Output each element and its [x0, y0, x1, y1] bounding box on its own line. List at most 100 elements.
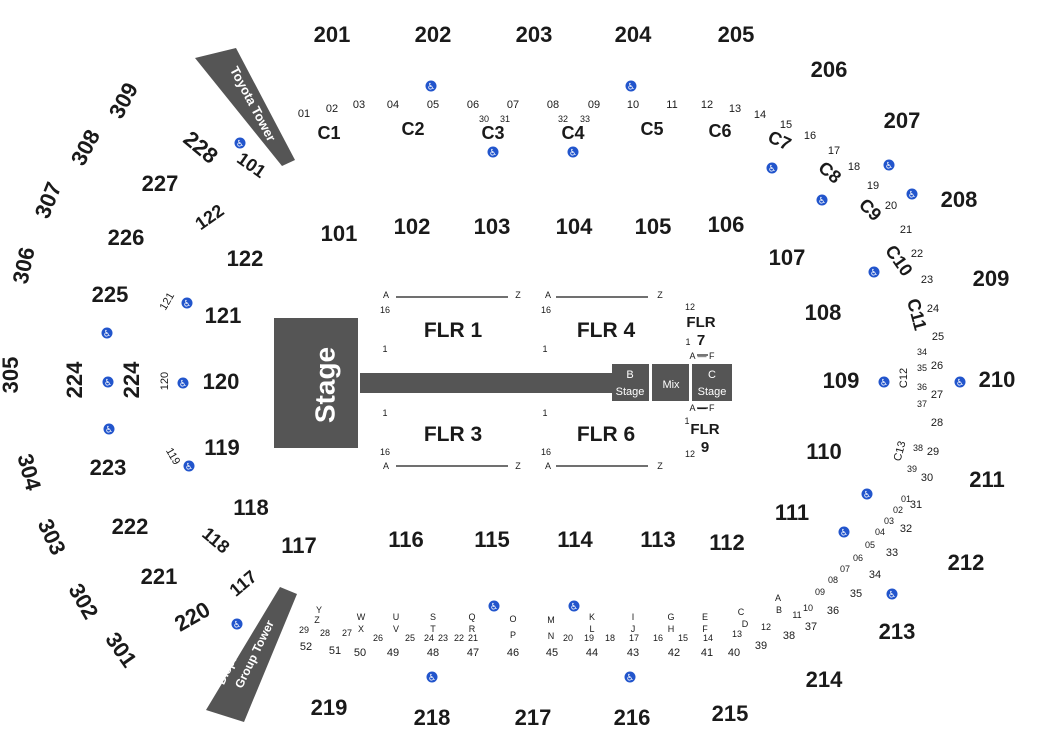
suite-16[interactable]: 16: [804, 130, 816, 142]
suite-37[interactable]: 37: [805, 621, 817, 633]
suite-46[interactable]: 46: [507, 647, 519, 659]
suite-43[interactable]: 43: [627, 647, 639, 659]
section-111[interactable]: 111: [775, 500, 809, 525]
suite-44[interactable]: 44: [586, 647, 598, 659]
suite-07[interactable]: 07: [840, 564, 850, 574]
floor-section-4[interactable]: FLR 4: [577, 319, 636, 342]
section-226[interactable]: 226: [108, 225, 145, 250]
suite-34[interactable]: 34: [917, 347, 927, 357]
suite-19[interactable]: 19: [867, 180, 879, 192]
suite-03[interactable]: 03: [884, 516, 894, 526]
suite-22[interactable]: 22: [911, 248, 923, 260]
club-box-C8[interactable]: C8: [815, 157, 845, 187]
suite-37[interactable]: 37: [917, 399, 927, 409]
section-210[interactable]: 210: [979, 367, 1016, 392]
section-112[interactable]: 112: [709, 530, 745, 555]
suite-16[interactable]: 16: [653, 633, 663, 643]
section-117[interactable]: 117: [281, 533, 317, 558]
club-box-C12[interactable]: C12: [898, 368, 910, 388]
section-117[interactable]: 117: [226, 566, 261, 600]
suite-30[interactable]: 30: [479, 114, 489, 124]
section-220[interactable]: 220: [170, 596, 214, 636]
suite-30[interactable]: 30: [921, 472, 933, 484]
toyota-tower[interactable]: [195, 48, 295, 166]
suite-18[interactable]: 18: [848, 161, 860, 173]
section-120[interactable]: 120: [159, 372, 171, 390]
section-221[interactable]: 221: [141, 564, 178, 589]
section-213[interactable]: 213: [879, 619, 916, 644]
suite-50[interactable]: 50: [354, 647, 366, 659]
section-113[interactable]: 113: [640, 527, 676, 552]
section-208[interactable]: 208: [941, 187, 978, 212]
suite-32[interactable]: 32: [558, 114, 568, 124]
suite-25[interactable]: 25: [932, 331, 944, 343]
suite-26[interactable]: 26: [931, 360, 943, 372]
section-109[interactable]: 109: [823, 368, 860, 393]
suite-35[interactable]: 35: [917, 363, 927, 373]
suite-31[interactable]: 31: [500, 114, 510, 124]
suite-48[interactable]: 48: [427, 647, 439, 659]
section-102[interactable]: 102: [394, 214, 431, 239]
section-122[interactable]: 122: [192, 200, 228, 234]
section-108[interactable]: 108: [805, 300, 842, 325]
suite-29[interactable]: 29: [299, 625, 309, 635]
section-308[interactable]: 308: [66, 125, 105, 169]
section-218[interactable]: 218: [414, 705, 451, 730]
suite-10[interactable]: 10: [627, 99, 639, 111]
section-204[interactable]: 204: [615, 22, 652, 47]
section-225[interactable]: 225: [92, 282, 129, 307]
suite-04[interactable]: 04: [875, 527, 885, 537]
b-stage[interactable]: [612, 364, 649, 401]
section-101[interactable]: 101: [233, 148, 269, 182]
section-118[interactable]: 118: [233, 495, 269, 520]
section-103[interactable]: 103: [474, 214, 511, 239]
suite-39[interactable]: 39: [907, 464, 917, 474]
section-305[interactable]: 305: [0, 357, 23, 394]
suite-42[interactable]: 42: [668, 647, 680, 659]
suite-47[interactable]: 47: [467, 647, 479, 659]
suite-20[interactable]: 20: [563, 633, 573, 643]
section-216[interactable]: 216: [614, 705, 651, 730]
suite-39[interactable]: 39: [755, 640, 767, 652]
club-box-C5[interactable]: C5: [640, 119, 663, 139]
section-227[interactable]: 227: [142, 171, 179, 196]
section-217[interactable]: 217: [515, 705, 552, 730]
suite-21[interactable]: 21: [900, 224, 912, 236]
suite-02[interactable]: 02: [893, 505, 903, 515]
section-106[interactable]: 106: [708, 212, 745, 237]
suite-08[interactable]: 08: [828, 575, 838, 585]
suite-34[interactable]: 34: [869, 569, 881, 581]
section-307[interactable]: 307: [30, 178, 67, 221]
section-223[interactable]: 223: [90, 455, 127, 480]
section-302[interactable]: 302: [63, 579, 103, 623]
section-303[interactable]: 303: [33, 515, 71, 559]
suite-36[interactable]: 36: [827, 605, 839, 617]
suite-20[interactable]: 20: [885, 200, 897, 212]
floor-section-3[interactable]: FLR 3: [424, 423, 482, 446]
suite-18[interactable]: 18: [605, 633, 615, 643]
section-304[interactable]: 304: [12, 451, 46, 494]
suite-12[interactable]: 12: [761, 622, 771, 632]
suite-04[interactable]: 04: [387, 99, 399, 111]
suite-27[interactable]: 27: [342, 628, 352, 638]
section-121[interactable]: 121: [158, 291, 178, 313]
floor-section-7-label[interactable]: FLR: [686, 314, 715, 331]
section-306[interactable]: 306: [8, 245, 40, 286]
floor-section-6[interactable]: FLR 6: [577, 423, 635, 446]
suite-03[interactable]: 03: [353, 99, 365, 111]
club-box-C13[interactable]: C13: [892, 440, 909, 463]
suite-45[interactable]: 45: [546, 647, 558, 659]
club-box-C2[interactable]: C2: [401, 119, 424, 139]
suite-05[interactable]: 05: [865, 540, 875, 550]
section-110[interactable]: 110: [806, 439, 842, 464]
section-207[interactable]: 207: [884, 108, 921, 133]
suite-38[interactable]: 38: [783, 630, 795, 642]
suite-27[interactable]: 27: [931, 389, 943, 401]
suite-13[interactable]: 13: [729, 103, 741, 115]
suite-14[interactable]: 14: [703, 633, 713, 643]
section-202[interactable]: 202: [415, 22, 452, 47]
suite-17[interactable]: 17: [629, 633, 639, 643]
suite-33[interactable]: 33: [580, 114, 590, 124]
suite-17[interactable]: 17: [828, 145, 840, 157]
suite-07[interactable]: 07: [507, 99, 519, 111]
